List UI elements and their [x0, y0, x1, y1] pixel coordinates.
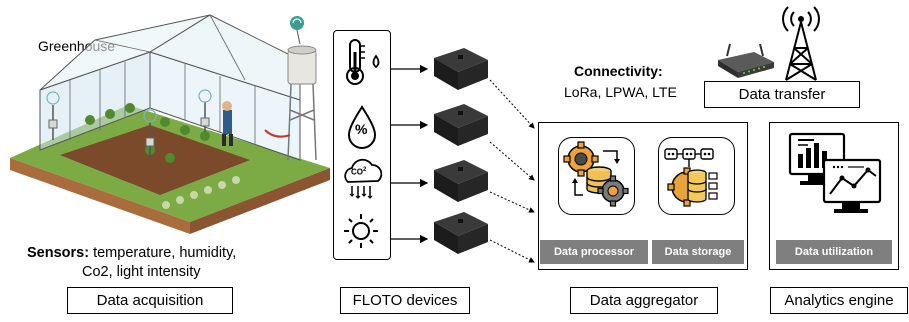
sensors-list-line2: Co2, light intensity [82, 264, 201, 280]
humidity-drop-icon [347, 105, 377, 149]
co2-label: CO2 [351, 167, 366, 177]
sensors-description: Sensors: temperature, humidity, [27, 244, 236, 263]
thermometer-icon [346, 39, 380, 85]
co2-cloud-icon [344, 158, 383, 199]
analytics-engine-label: Analytics engine [770, 287, 908, 314]
humidity-percent: % [355, 121, 368, 137]
data-acquisition-label: Data acquisition [67, 287, 233, 314]
floto-device-3 [434, 160, 488, 202]
cell-tower-icon [782, 6, 820, 81]
device-to-aggregator-arrows [489, 79, 535, 263]
sensors-list-line1: temperature, humidity, [93, 245, 237, 261]
connectivity-protocols: LoRa, LPWA, LTE [564, 84, 677, 100]
sensor-to-device-arrows [391, 64, 429, 244]
router-icon [718, 43, 774, 78]
floto-device-2 [434, 104, 488, 146]
data-processor-icon [563, 141, 629, 207]
greenhouse-illustration [10, 14, 330, 234]
sensor-icon-panel [333, 30, 391, 260]
floto-device-1 [434, 48, 488, 90]
sensors-heading: Sensors: [27, 245, 90, 261]
floto-devices-label: FLOTO devices [340, 287, 470, 314]
connectivity-heading: Connectivity: [574, 63, 663, 79]
co2-sub: 2 [363, 167, 367, 173]
data-utilization-tag: Data utilization [776, 240, 892, 264]
co2-text: CO [351, 167, 363, 177]
analytics-monitor-icon [788, 132, 882, 213]
data-processor-tag: Data processor [540, 240, 648, 264]
sun-icon [344, 214, 378, 248]
data-storage-icon [664, 148, 718, 207]
floto-device-4 [434, 212, 488, 254]
data-storage-tag: Data storage [652, 240, 744, 264]
data-aggregator-label: Data aggregator [570, 287, 718, 314]
data-transfer-label: Data transfer [704, 81, 860, 108]
